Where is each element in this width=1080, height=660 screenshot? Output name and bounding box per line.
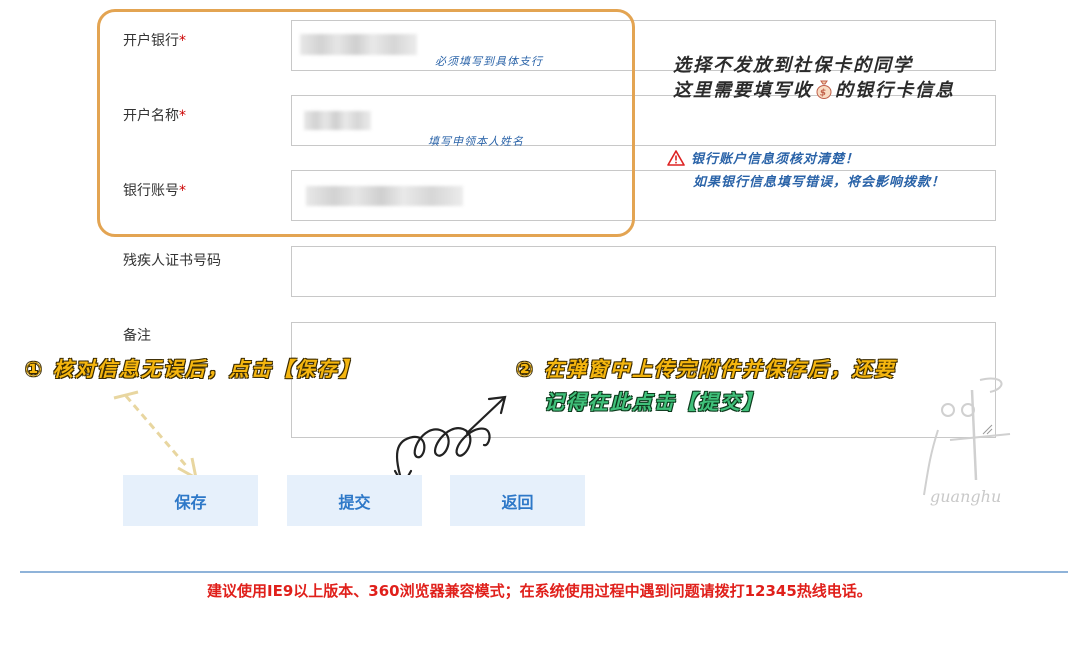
- annotation-step2-reminder: 记得在此点击【提交】: [544, 390, 764, 414]
- resize-handle-icon[interactable]: [981, 423, 993, 435]
- disability-cert-label: 残疾人证书号码: [123, 253, 221, 269]
- redacted-value: [306, 186, 463, 206]
- watermark-text: guanghu: [930, 487, 1002, 506]
- remark-label: 备注: [123, 328, 151, 344]
- annotation-bank-card-note: 选择不发放到社保卡的同学 这里需要填写收 $ 的银行卡信息: [673, 53, 955, 106]
- annotation-warning: 银行账户信息须核对清楚！ 如果银行信息填写错误，将会影响拨款！: [667, 150, 945, 193]
- redacted-value: [300, 34, 417, 55]
- bank-info-highlight: [97, 9, 635, 237]
- bank-name-label: 开户银行*: [123, 33, 186, 49]
- account-name-hint: 填写申领本人姓名: [428, 135, 524, 148]
- redacted-value: [304, 111, 371, 130]
- remark-textarea[interactable]: [291, 322, 996, 438]
- svg-text:$: $: [820, 89, 828, 99]
- dashed-arrow-icon: [113, 390, 199, 481]
- account-name-input[interactable]: [291, 95, 996, 146]
- required-mark: *: [179, 108, 186, 124]
- required-mark: *: [179, 33, 186, 49]
- footer-divider: [20, 571, 1068, 573]
- money-bag-icon: $: [815, 79, 833, 106]
- account-name-label: 开户名称*: [123, 108, 186, 124]
- submit-button[interactable]: 提交: [287, 475, 422, 526]
- annotation-step2: ② 在弹窗中上传完附件并保存后，还要: [516, 357, 896, 381]
- save-button[interactable]: 保存: [123, 475, 258, 526]
- back-button[interactable]: 返回: [450, 475, 585, 526]
- account-number-input[interactable]: [291, 170, 996, 221]
- watermark-logo-icon: [923, 377, 1011, 496]
- footer-notice: 建议使用IE9以上版本、360浏览器兼容模式；在系统使用过程中遇到问题请拨打12…: [207, 582, 872, 600]
- bank-name-hint: 必须填写到具体支行: [435, 55, 543, 68]
- account-number-label: 银行账号*: [123, 183, 186, 199]
- warning-icon: [667, 150, 685, 173]
- annotation-step1: ① 核对信息无误后，点击【保存】: [25, 357, 361, 381]
- required-mark: *: [179, 183, 186, 199]
- disability-cert-input[interactable]: [291, 246, 996, 297]
- bank-name-input[interactable]: [291, 20, 996, 71]
